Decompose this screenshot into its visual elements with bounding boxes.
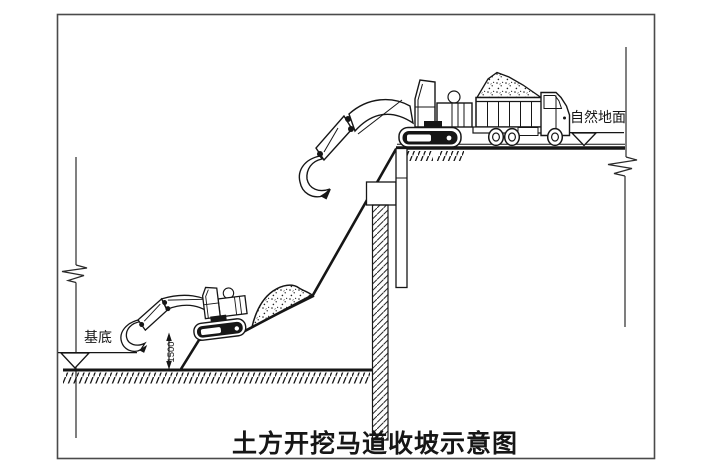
hydraulic-cylinder <box>143 303 161 322</box>
base-level-symbol <box>58 351 137 369</box>
lower-excavator <box>120 286 248 353</box>
hydraulic-cylinder <box>323 127 339 153</box>
waler-bracket <box>365 181 397 206</box>
dim-arrow-up <box>166 332 172 341</box>
excavator-stick <box>315 114 353 162</box>
ground-hatch <box>437 151 464 161</box>
excavator-body <box>436 102 473 128</box>
foundation-base-label: 基底 <box>84 329 112 345</box>
ramp-height-value: 1500 <box>166 341 177 362</box>
excavator-boom <box>348 98 414 133</box>
natural-ground-label: 自然地面 <box>570 109 626 125</box>
dump-truck <box>472 71 571 147</box>
right-grid-line <box>607 47 638 327</box>
truck-soil-load <box>475 71 544 99</box>
ramp-height-dimension: 1500 <box>166 332 177 370</box>
hydraulic-cylinder <box>357 99 403 135</box>
excavator-bucket <box>298 155 331 198</box>
engine-hump <box>447 90 461 104</box>
base-hatch <box>63 372 370 384</box>
excavator-cab <box>201 286 222 320</box>
spoil-pile <box>250 284 315 329</box>
figure-title: 土方开挖马道收坡示意图 <box>232 429 518 458</box>
truck-windshield <box>543 95 563 109</box>
ground-hatch <box>406 151 433 161</box>
break-symbol-right <box>607 156 638 177</box>
upper-excavator <box>298 79 473 200</box>
left-grid-line <box>61 157 88 438</box>
excavator-body <box>217 294 248 318</box>
foundation-base-line <box>63 368 373 384</box>
break-symbol-left <box>61 264 88 284</box>
hydraulic-cylinder <box>167 298 209 301</box>
dim-arrow-down <box>166 361 172 370</box>
natural-ground-level-symbol <box>570 131 624 147</box>
excavator-bucket <box>120 318 147 353</box>
drawing-border <box>56 13 656 460</box>
support-pile <box>395 147 408 289</box>
soil-mixing-pile <box>371 204 389 441</box>
